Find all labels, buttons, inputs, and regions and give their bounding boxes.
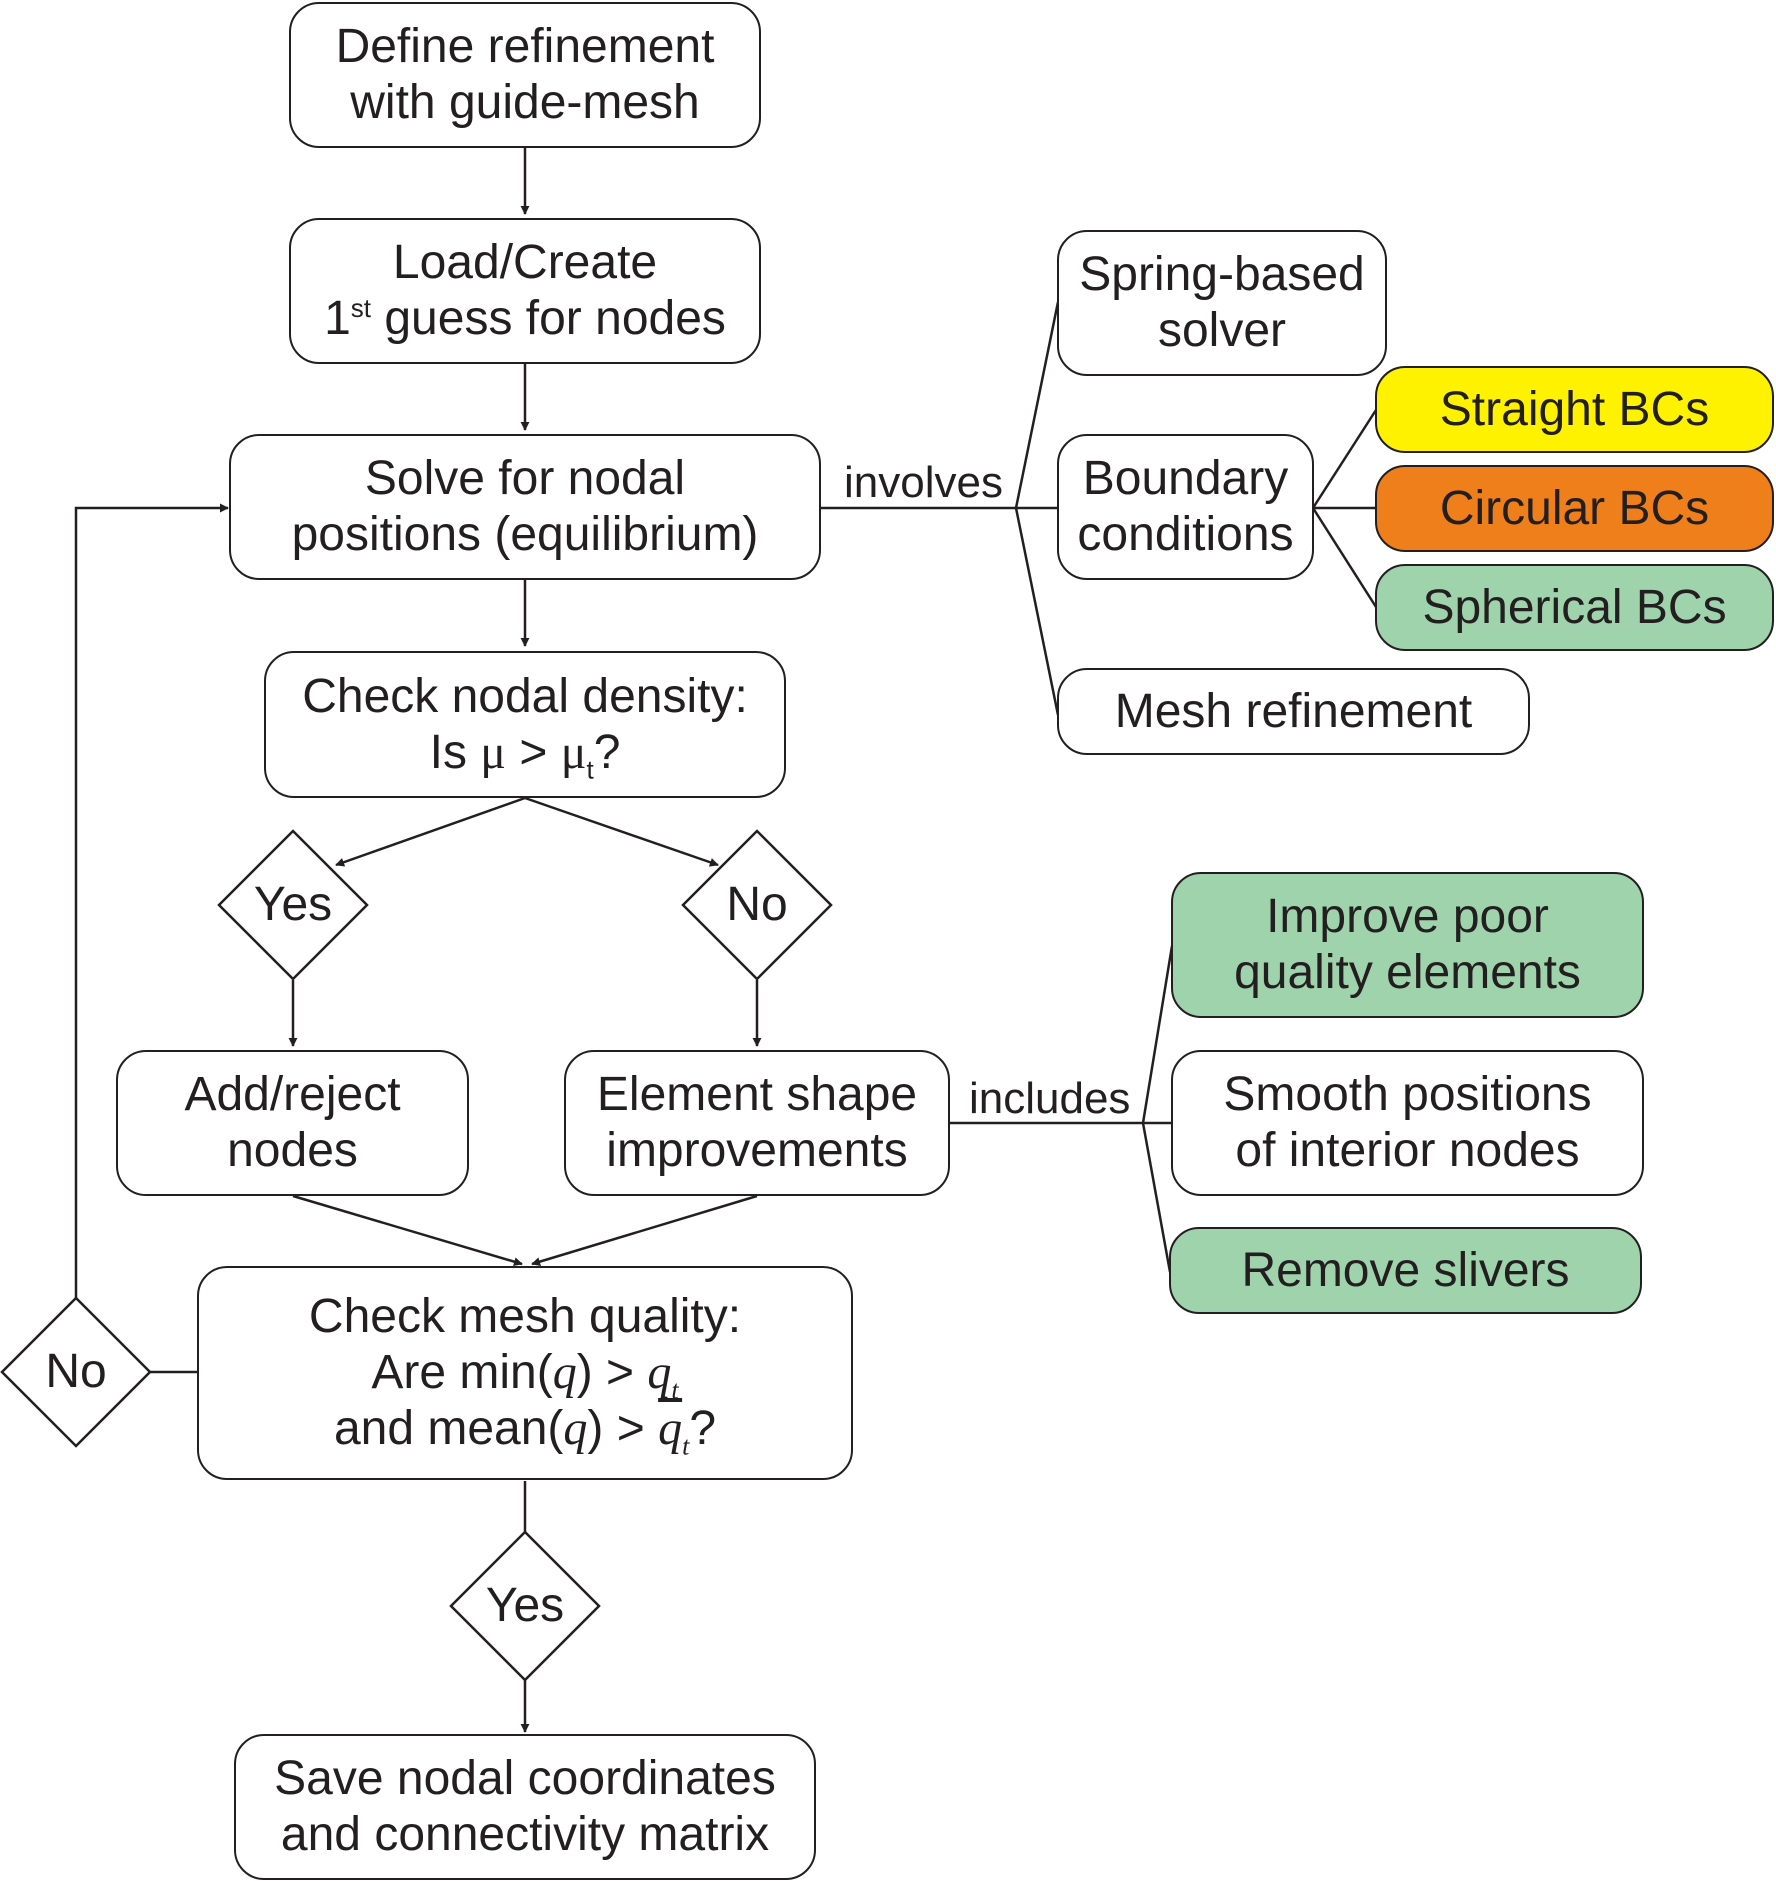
boundary-conditions-box: Boundary conditions xyxy=(1057,434,1314,580)
boundary-line2: conditions xyxy=(1077,508,1294,561)
define-line1: Define refinement xyxy=(335,20,715,73)
branch-to-mesh-refinement xyxy=(1014,507,1060,716)
smooth-positions-box: Smooth positions of interior nodes xyxy=(1171,1050,1644,1196)
branch-to-slivers xyxy=(1141,1122,1172,1273)
quality-q-threshold-sub: t xyxy=(671,1375,679,1405)
decision-yes-1 xyxy=(217,829,369,981)
density-line2: Is μ > μt? xyxy=(429,725,621,785)
improve-line1: Improve poor xyxy=(1266,890,1549,943)
spring-line1: Spring-based xyxy=(1079,248,1365,301)
add-reject-nodes-box: Add/reject nodes xyxy=(116,1050,469,1196)
save-line1: Save nodal coordinates xyxy=(274,1752,776,1805)
decision-yes-2-label: Yes xyxy=(485,1579,565,1632)
check-mesh-quality-box: Check mesh quality: Are min(q) > qt and … xyxy=(197,1266,853,1480)
solve-nodal-positions-box: Solve for nodal positions (equilibrium) xyxy=(229,434,821,580)
addreject-line1: Add/reject xyxy=(184,1068,401,1121)
quality-question: ? xyxy=(689,1402,717,1455)
quality-qbar-threshold: q xyxy=(658,1402,683,1455)
branch-to-straight xyxy=(1311,409,1378,509)
quality-min-pre: Are min( xyxy=(371,1346,553,1399)
addreject-line2: nodes xyxy=(227,1124,358,1177)
mesh-refinement-label: Mesh refinement xyxy=(1114,684,1473,738)
arrow-density-to-yes xyxy=(335,796,526,867)
quality-q-threshold: q xyxy=(647,1346,672,1399)
circular-bcs-box: Circular BCs xyxy=(1375,465,1774,552)
load-ordinal-number: 1 xyxy=(324,292,351,345)
arrow-density-to-no xyxy=(524,796,719,867)
decision-yes-2 xyxy=(449,1530,601,1682)
load-line2-rest: guess for nodes xyxy=(371,292,726,345)
spring-line2: solver xyxy=(1157,304,1287,357)
quality-q-mean: q xyxy=(563,1402,588,1455)
remove-slivers-box: Remove slivers xyxy=(1169,1227,1642,1314)
load-create-box: Load/Create 1st guess for nodes xyxy=(289,218,761,364)
load-line1: Load/Create xyxy=(392,236,658,289)
define-refinement-box: Define refinement with guide-mesh xyxy=(289,2,761,148)
arrow-addreject-to-quality xyxy=(292,1194,523,1267)
branch-to-spherical xyxy=(1311,507,1378,608)
improve-line2: quality elements xyxy=(1234,946,1581,999)
density-mu: μ xyxy=(480,725,507,779)
straight-bcs-box: Straight BCs xyxy=(1375,366,1774,453)
improve-poor-quality-box: Improve poor quality elements xyxy=(1171,872,1644,1018)
decision-no-1 xyxy=(681,829,833,981)
straight-bcs-label: Straight BCs xyxy=(1439,382,1710,436)
density-is: Is xyxy=(429,725,481,779)
quality-mean-mid: ) > xyxy=(587,1402,659,1455)
save-nodal-coordinates-box: Save nodal coordinates and connectivity … xyxy=(234,1734,816,1880)
density-gt: > xyxy=(506,725,561,779)
arrow-no-loop-to-solve xyxy=(74,503,229,1298)
save-line2: and connectivity matrix xyxy=(280,1808,770,1861)
quality-line3: and mean(q) > qt? xyxy=(333,1401,717,1459)
arrow-element-to-quality xyxy=(531,1194,758,1266)
load-line2: 1st guess for nodes xyxy=(324,291,726,347)
branch-to-improve-poor xyxy=(1141,945,1174,1124)
slivers-label: Remove slivers xyxy=(1241,1243,1570,1297)
quality-qbar-threshold-sub: t xyxy=(682,1431,690,1461)
decision-no-1-label: No xyxy=(726,878,788,931)
solve-line1: Solve for nodal xyxy=(364,452,686,505)
smooth-line2: of interior nodes xyxy=(1235,1124,1580,1177)
edge-label-involves: involves xyxy=(844,458,1003,507)
decision-no-2-label: No xyxy=(45,1345,107,1398)
spherical-bcs-box: Spherical BCs xyxy=(1375,564,1774,651)
quality-line2: Are min(q) > qt xyxy=(371,1345,678,1403)
spherical-bcs-label: Spherical BCs xyxy=(1422,580,1727,634)
branch-to-spring xyxy=(1014,301,1060,509)
element-line1: Element shape xyxy=(596,1068,918,1121)
quality-mean-pre: and mean( xyxy=(333,1402,564,1455)
boundary-line1: Boundary xyxy=(1082,452,1289,505)
define-line2: with guide-mesh xyxy=(350,76,700,129)
circular-bcs-label: Circular BCs xyxy=(1439,481,1710,535)
element-line2: improvements xyxy=(606,1124,908,1177)
decision-no-2 xyxy=(0,1296,152,1448)
check-nodal-density-box: Check nodal density: Is μ > μt? xyxy=(264,651,786,798)
density-mu-threshold: μ xyxy=(560,725,587,779)
density-line1: Check nodal density: xyxy=(302,669,748,723)
decision-yes-1-label: Yes xyxy=(253,878,333,931)
quality-min-mid: ) > xyxy=(576,1346,648,1399)
quality-q-min: q xyxy=(552,1346,577,1399)
density-question: ? xyxy=(593,725,621,779)
spring-based-solver-box: Spring-based solver xyxy=(1057,230,1387,376)
load-ordinal-suffix: st xyxy=(350,293,372,323)
density-mu-threshold-sub: t xyxy=(586,754,594,785)
quality-line1: Check mesh quality: xyxy=(308,1290,742,1343)
edge-label-includes: includes xyxy=(969,1074,1131,1123)
element-shape-improvements-box: Element shape improvements xyxy=(564,1050,950,1196)
mesh-refinement-box: Mesh refinement xyxy=(1057,668,1530,755)
solve-line2: positions (equilibrium) xyxy=(291,508,759,561)
smooth-line1: Smooth positions xyxy=(1223,1068,1592,1121)
